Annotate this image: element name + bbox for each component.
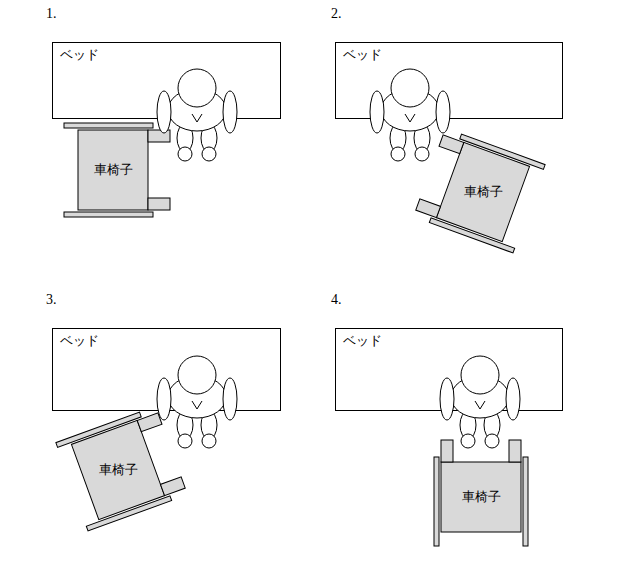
wheel bbox=[64, 123, 153, 128]
person-figure bbox=[157, 356, 237, 448]
arm bbox=[223, 378, 237, 420]
panel-number: 3. bbox=[46, 292, 57, 309]
arm bbox=[157, 91, 171, 133]
head bbox=[178, 69, 216, 107]
wheelchair-box: 車椅子 bbox=[96, 460, 141, 480]
arm bbox=[157, 378, 171, 420]
bed-box: ベッド bbox=[335, 328, 562, 410]
foot bbox=[461, 434, 475, 448]
person-figure bbox=[370, 69, 450, 161]
seat bbox=[78, 130, 148, 210]
bed-label: ベッド bbox=[343, 47, 382, 63]
wheelchair-box: 車椅子 bbox=[459, 487, 504, 507]
foot bbox=[415, 147, 429, 161]
arm bbox=[223, 91, 237, 133]
head bbox=[461, 356, 499, 394]
bed-label: ベッド bbox=[60, 47, 99, 63]
seat bbox=[436, 142, 529, 241]
wheel bbox=[434, 457, 439, 546]
foot bbox=[202, 434, 216, 448]
bed-box: ベッド bbox=[52, 42, 280, 118]
arm bbox=[506, 378, 520, 420]
wheelchair-box: 車椅子 bbox=[91, 160, 136, 180]
collar-mark bbox=[475, 401, 485, 409]
footrest bbox=[148, 198, 170, 210]
wheelchair-shape bbox=[56, 406, 188, 531]
arm bbox=[370, 91, 384, 133]
head bbox=[178, 356, 216, 394]
head bbox=[391, 69, 429, 107]
person-figure bbox=[157, 69, 237, 161]
collar-mark bbox=[192, 114, 202, 122]
panel-number: 2. bbox=[331, 6, 342, 23]
wheelchair-label: 車椅子 bbox=[464, 184, 503, 200]
foot bbox=[178, 147, 192, 161]
footrest bbox=[441, 440, 453, 462]
foot bbox=[178, 434, 192, 448]
wheelchair-shape bbox=[434, 440, 528, 546]
footrest bbox=[160, 477, 185, 496]
wheel bbox=[64, 212, 153, 217]
arm bbox=[440, 378, 454, 420]
wheelchair-label: 車椅子 bbox=[462, 489, 501, 505]
bed-box: ベッド bbox=[335, 42, 562, 118]
foot bbox=[202, 147, 216, 161]
bed-label: ベッド bbox=[60, 333, 99, 349]
footrest bbox=[416, 199, 441, 218]
collar-mark bbox=[405, 114, 415, 122]
foot bbox=[485, 434, 499, 448]
wheelchair-label: 車椅子 bbox=[94, 162, 133, 178]
collar-mark bbox=[192, 401, 202, 409]
wheelchair-box: 車椅子 bbox=[461, 182, 506, 202]
person-figure bbox=[440, 356, 520, 448]
panel-number: 4. bbox=[331, 292, 342, 309]
wheelchair-shape bbox=[413, 128, 545, 253]
bed-label: ベッド bbox=[343, 333, 382, 349]
seat bbox=[71, 420, 164, 519]
arm bbox=[436, 91, 450, 133]
wheelchair-shape bbox=[64, 123, 170, 217]
footrest bbox=[137, 413, 162, 432]
bed-box: ベッド bbox=[52, 328, 280, 410]
foot bbox=[391, 147, 405, 161]
seat bbox=[441, 462, 521, 532]
panel-number: 1. bbox=[46, 6, 57, 23]
footrest bbox=[509, 440, 521, 462]
footrest bbox=[439, 135, 464, 154]
wheelchair-label: 車椅子 bbox=[99, 462, 138, 478]
wheel bbox=[523, 457, 528, 546]
